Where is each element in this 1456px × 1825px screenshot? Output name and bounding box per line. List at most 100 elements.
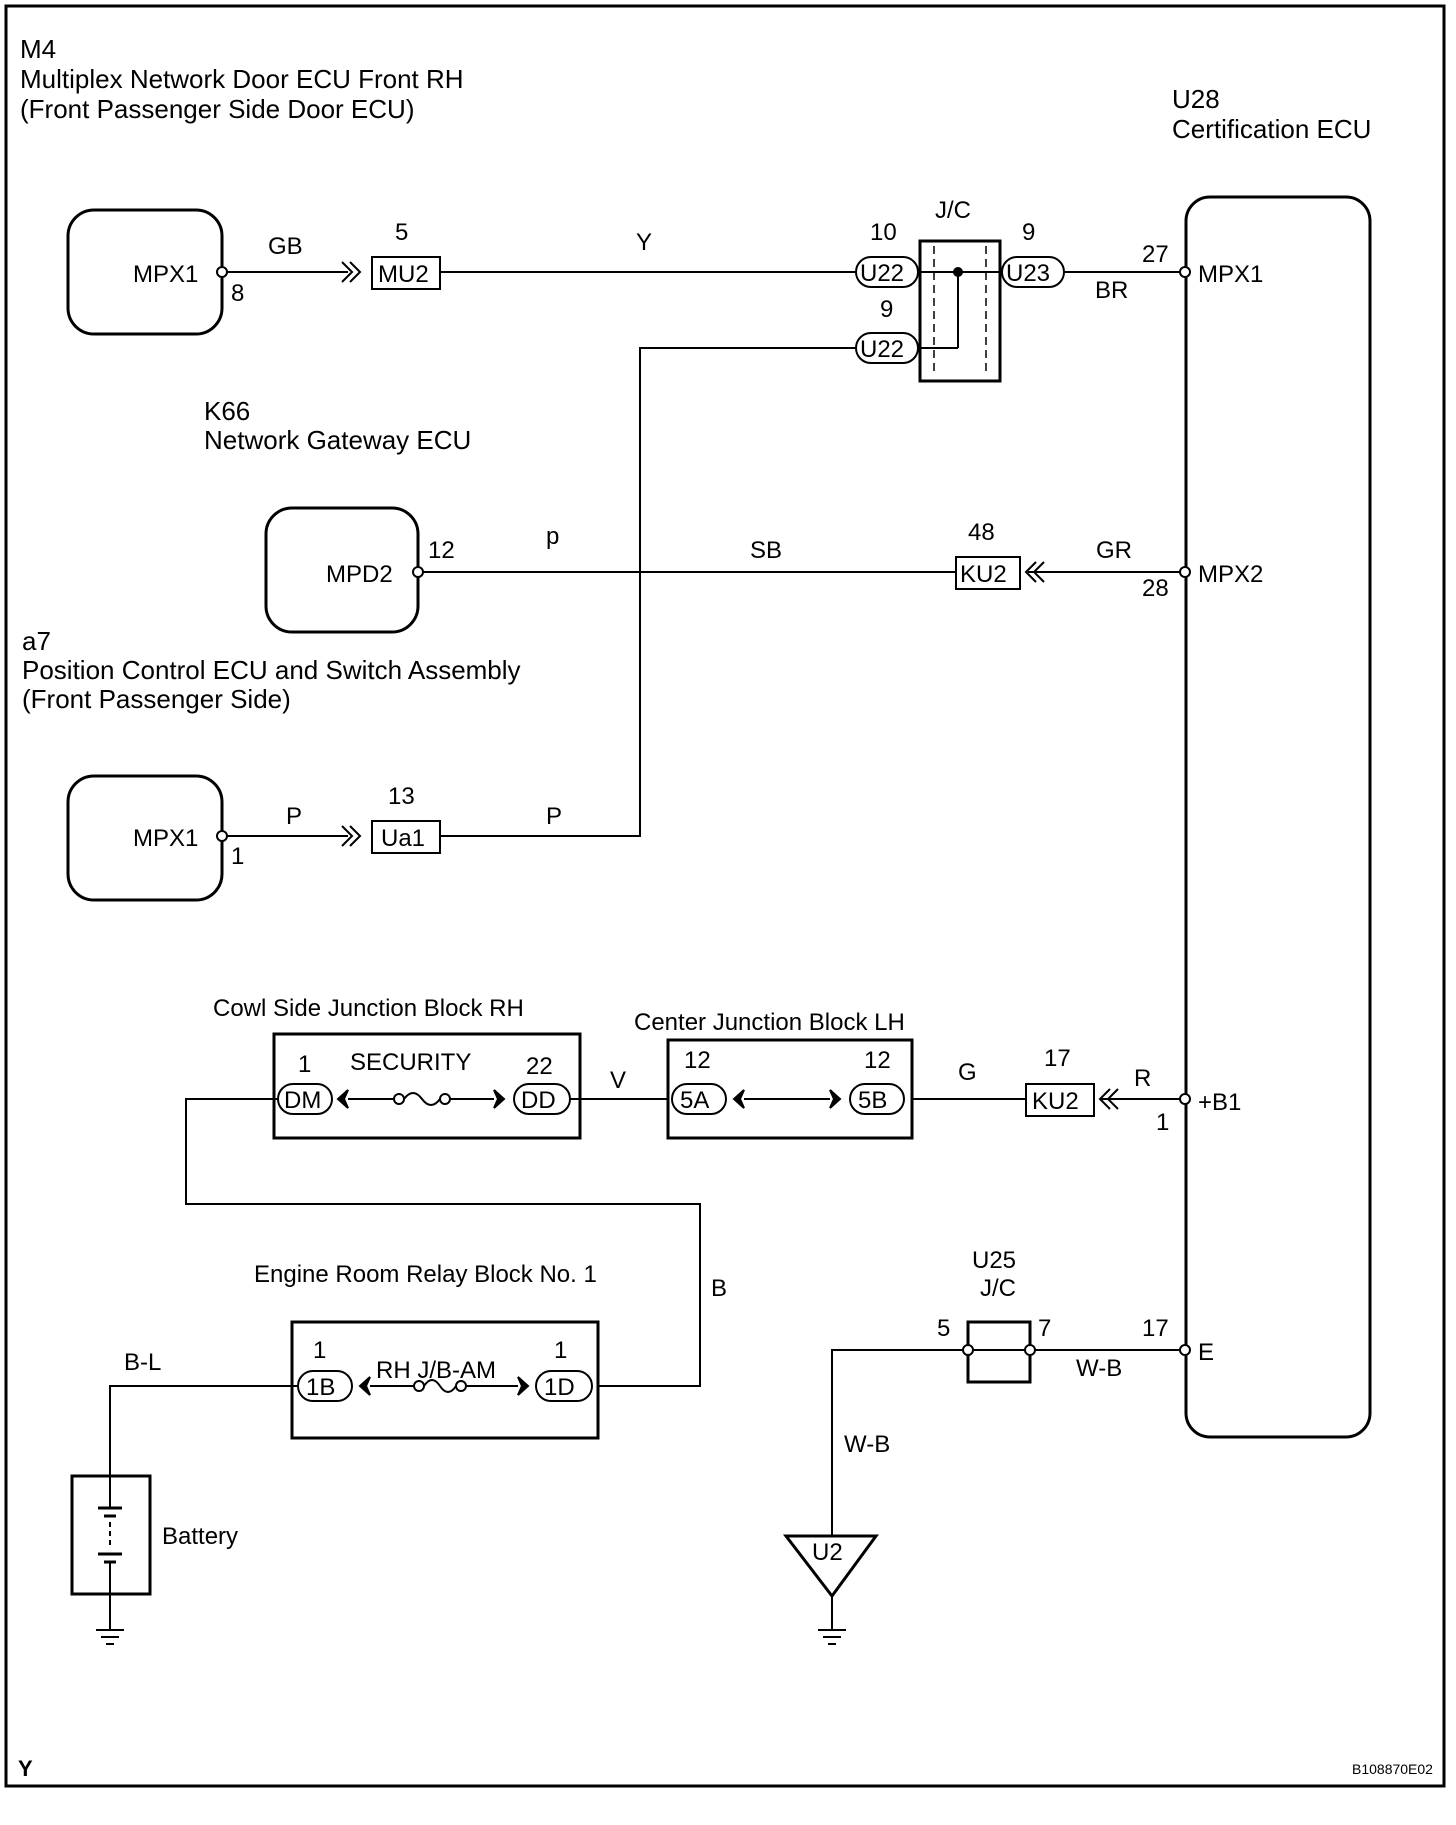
wire-label-b: B — [711, 1275, 727, 1302]
wire-label-r: R — [1134, 1065, 1151, 1092]
center-pin-right: 12 — [864, 1047, 891, 1074]
5b-label: 5B — [858, 1087, 887, 1114]
engine-fuse-label: RH J/B-AM — [376, 1357, 496, 1384]
ground-icon — [818, 1629, 846, 1645]
ku2-17-pin: 17 — [1044, 1045, 1071, 1072]
ua1-pin: 13 — [388, 783, 415, 810]
footer-left: Y — [18, 1756, 33, 1781]
dm-label: DM — [284, 1087, 321, 1114]
jc-top-label: J/C — [935, 197, 971, 224]
1d-terminal-icon — [517, 1376, 530, 1396]
wire-label-p1: P — [286, 803, 302, 830]
wire-label-gr: GR — [1096, 537, 1132, 564]
u28-mpx2-name: MPX2 — [1198, 561, 1263, 588]
a7-sub: (Front Passenger Side) — [22, 684, 291, 714]
battery-ground-icon — [96, 1629, 124, 1645]
u28-b1-pin: 1 — [1156, 1109, 1169, 1136]
ku2-48-connector — [955, 556, 1021, 590]
wire-label-y: Y — [636, 229, 652, 256]
u28-mpx1-terminal — [1179, 266, 1191, 278]
engine-fuse-icon — [423, 1379, 457, 1393]
u28-name: Certification ECU — [1172, 114, 1371, 144]
cowl-name: Cowl Side Junction Block RH — [213, 995, 524, 1022]
1d-label: 1D — [544, 1374, 575, 1401]
wire-label-p2: P — [546, 803, 562, 830]
ground-triangle-icon — [782, 1534, 879, 1599]
u23-pin: 9 — [1022, 219, 1035, 246]
diagram-frame — [4, 4, 1446, 1788]
u22-top-label: U22 — [860, 260, 904, 287]
u28-b1-name: +B1 — [1198, 1089, 1241, 1116]
5a-connector — [671, 1083, 727, 1115]
ku2-48-pin: 48 — [968, 519, 995, 546]
mu2-arrow-icon — [341, 261, 362, 283]
u28-b1-terminal — [1179, 1093, 1191, 1105]
jc-top-box — [918, 239, 1002, 383]
dm-terminal-icon — [336, 1089, 349, 1109]
u28-mpx1-name: MPX1 — [1198, 261, 1263, 288]
m4-terminal-name: MPX1 — [133, 261, 198, 288]
u25-pin7-terminal — [1024, 1344, 1036, 1356]
wire-label-gb: GB — [268, 233, 303, 260]
u22-bottom-label: U22 — [860, 336, 904, 363]
u28-mpx2-terminal — [1179, 566, 1191, 578]
wire-label-p-lower: p — [546, 523, 559, 550]
a7-pin: 1 — [231, 843, 244, 870]
a7-name: Position Control ECU and Switch Assembly — [22, 655, 521, 685]
ground-label: U2 — [812, 1539, 843, 1566]
1b-terminal-icon — [358, 1376, 371, 1396]
k66-name: Network Gateway ECU — [204, 425, 471, 455]
u28-mpx2-pin: 28 — [1142, 575, 1169, 602]
u28-e-terminal — [1179, 1344, 1191, 1356]
1d-connector — [535, 1370, 593, 1402]
engine-pin-right: 1 — [554, 1337, 567, 1364]
cowl-pin-left: 1 — [298, 1051, 311, 1078]
u23-label: U23 — [1006, 260, 1050, 287]
cowl-fuse-label: SECURITY — [350, 1049, 471, 1076]
wire-p-vertical — [440, 347, 856, 837]
wire-b-l — [109, 1385, 298, 1476]
ku2-17-connector — [1025, 1083, 1095, 1117]
wire-label-w-b-1: W-B — [1076, 1355, 1122, 1382]
u25-label: J/C — [980, 1275, 1016, 1302]
5a-terminal-icon — [732, 1089, 745, 1109]
cowl-fuse-pin-left — [393, 1093, 405, 1105]
a7-code: a7 — [22, 626, 51, 656]
wire-label-b-l: B-L — [124, 1349, 161, 1376]
a7-terminal-dot — [216, 830, 228, 842]
ua1-arrow-icon — [341, 825, 362, 847]
cowl-fuse-pin-right — [439, 1093, 451, 1105]
ku2-48-label: KU2 — [960, 561, 1007, 588]
u22-top-pin: 10 — [870, 219, 897, 246]
wire-label-v: V — [610, 1067, 626, 1094]
m4-sub: (Front Passenger Side Door ECU) — [20, 94, 414, 124]
cowl-pin-right: 22 — [526, 1053, 553, 1080]
5b-terminal-icon — [829, 1089, 842, 1109]
wire-w-b-2 — [831, 1349, 963, 1536]
ua1-connector — [371, 820, 441, 854]
k66-terminal-name: MPD2 — [326, 561, 393, 588]
wire-label-w-b-2: W-B — [844, 1431, 890, 1458]
mu2-label: MU2 — [378, 261, 429, 288]
m4-code: M4 — [20, 34, 56, 64]
u28-code: U28 — [1172, 84, 1220, 114]
1b-label: 1B — [306, 1374, 335, 1401]
fuse-icon — [403, 1092, 441, 1106]
engine-name: Engine Room Relay Block No. 1 — [254, 1261, 597, 1288]
m4-terminal-dot — [216, 266, 228, 278]
u28-ecu-box — [1184, 195, 1372, 1439]
diagram-code: B108870E02 — [1352, 1761, 1433, 1777]
wire-b — [185, 1098, 701, 1387]
battery-icon — [98, 1476, 122, 1594]
battery-label: Battery — [162, 1523, 238, 1550]
u25-box — [966, 1320, 1032, 1384]
u22-top-connector — [855, 256, 919, 288]
ua1-label: Ua1 — [381, 825, 425, 852]
mu2-connector — [371, 256, 441, 290]
wire-label-br: BR — [1095, 277, 1128, 304]
dd-label: DD — [521, 1087, 556, 1114]
m4-pin: 8 — [231, 280, 244, 307]
u25-pin5-terminal — [962, 1344, 974, 1356]
